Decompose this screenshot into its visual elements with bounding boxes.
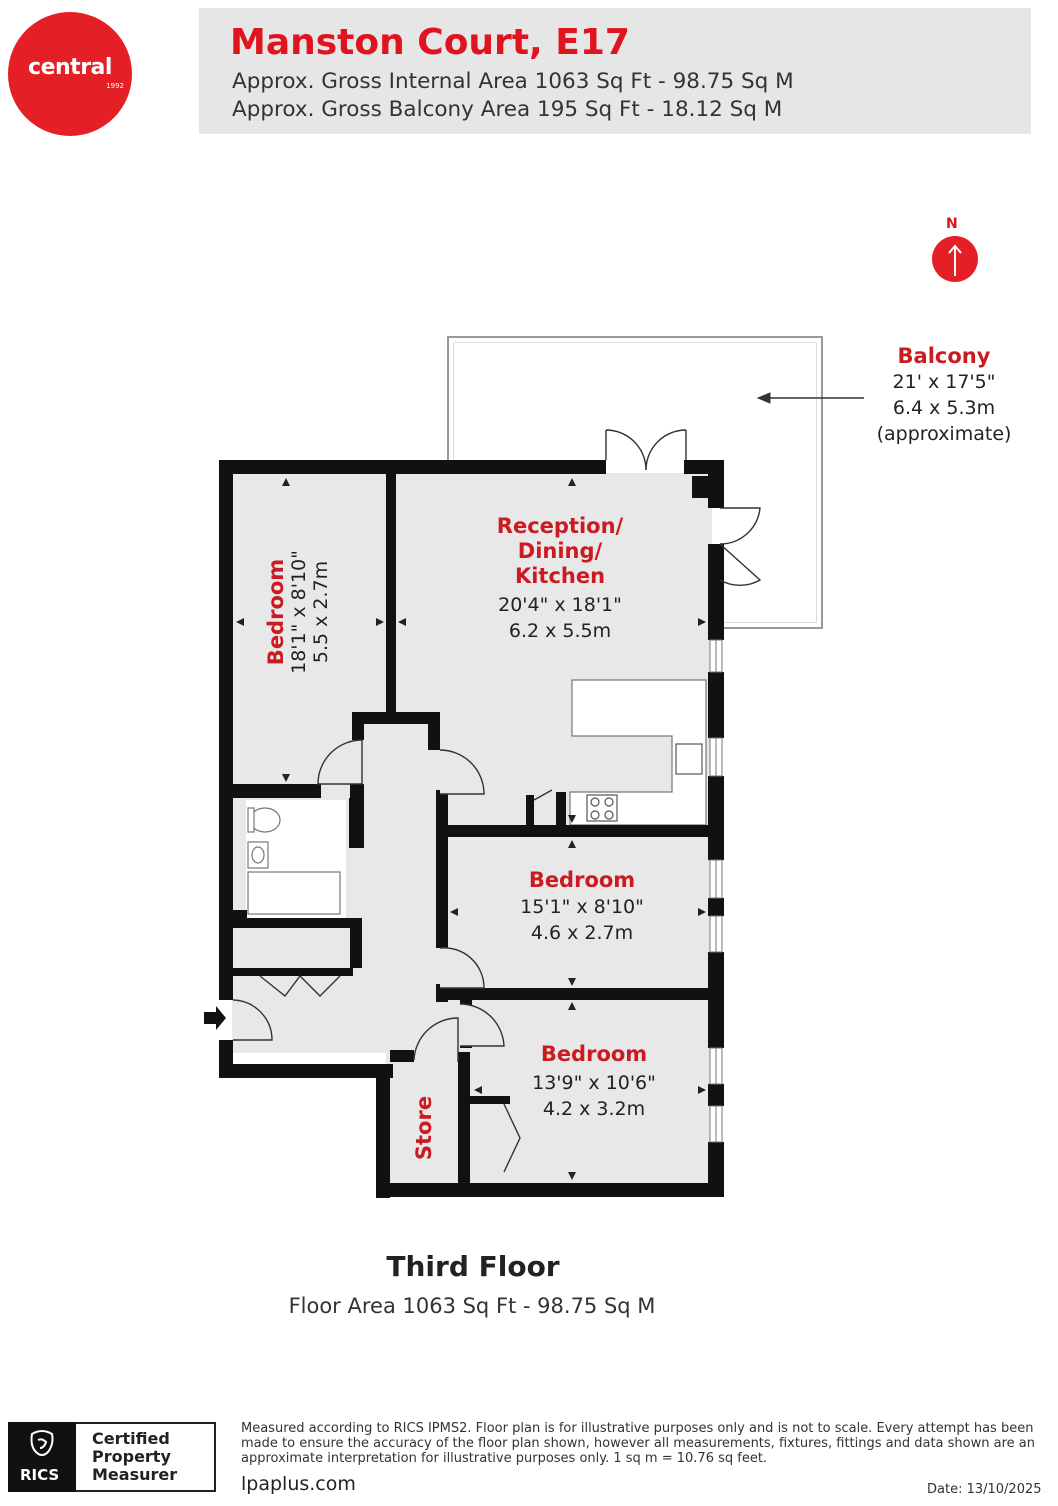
balcony-dim-imperial: 21' x 17'5" bbox=[892, 371, 996, 393]
balcony-note: (approximate) bbox=[876, 423, 1012, 445]
windows bbox=[709, 639, 723, 1143]
walls bbox=[219, 460, 724, 1198]
cert-line: Measurer bbox=[92, 1465, 178, 1484]
rics-crest-icon bbox=[30, 1430, 54, 1456]
header-band bbox=[199, 8, 1031, 134]
rics-logo bbox=[8, 1422, 76, 1492]
doors bbox=[232, 429, 762, 1173]
bedroom1-dim-metric: 5.5 x 2.7m bbox=[310, 560, 332, 664]
bedroom3-dim-metric: 4.2 x 3.2m bbox=[542, 1098, 646, 1120]
balcony-pointer-arrow bbox=[756, 392, 864, 404]
logo-year: 1992 bbox=[106, 82, 124, 90]
entrance-arrow-icon bbox=[204, 1006, 226, 1030]
bedroom2-label: Bedroom bbox=[528, 868, 636, 892]
bedroom1-label: Bedroom bbox=[264, 558, 288, 666]
store-label: Store bbox=[412, 1095, 436, 1161]
balcony-dim-metric: 6.4 x 5.3m bbox=[892, 397, 996, 419]
central-logo: central 1992 bbox=[8, 12, 132, 136]
reception-label: Reception/ Dining/ Kitchen bbox=[468, 514, 652, 589]
reception-label-line: Dining/ bbox=[517, 539, 603, 563]
disclaimer-text: Measured according to RICS IPMS2. Floor … bbox=[241, 1421, 1035, 1466]
floor-area-text: Floor Area 1063 Sq Ft - 98.75 Sq M bbox=[288, 1294, 656, 1318]
bedroom2-dim-imperial: 15'1" x 8'10" bbox=[520, 896, 644, 918]
bedroom3-label: Bedroom bbox=[540, 1042, 648, 1066]
kitchen-counter bbox=[569, 679, 707, 826]
reception-dim-metric: 6.2 x 5.5m bbox=[508, 620, 612, 642]
bathroom-fixtures bbox=[246, 800, 346, 918]
balcony-label: Balcony bbox=[897, 344, 991, 368]
dimension-ticks bbox=[236, 478, 706, 1180]
bedroom1-dim-imperial: 18'1" x 8'10" bbox=[288, 550, 310, 674]
bedroom3-dim-imperial: 13'9" x 10'6" bbox=[532, 1072, 656, 1094]
reception-dim-imperial: 20'4" x 18'1" bbox=[498, 594, 622, 616]
cert-line: Certified bbox=[92, 1429, 170, 1448]
north-arrow-glyph bbox=[948, 244, 962, 276]
cert-line: Property bbox=[92, 1447, 171, 1466]
floor-title: Third Floor bbox=[386, 1250, 560, 1283]
date-text: Date: 13/10/2025 bbox=[927, 1482, 1042, 1497]
north-arrow-icon bbox=[932, 236, 978, 282]
certified-property-measurer: Certified Property Measurer bbox=[92, 1430, 177, 1484]
rics-text: RICS bbox=[20, 1466, 60, 1484]
website-text: lpaplus.com bbox=[241, 1473, 356, 1495]
property-title: Manston Court, E17 bbox=[230, 22, 630, 63]
reception-label-line: Kitchen bbox=[514, 564, 606, 588]
reception-label-line: Reception/ bbox=[496, 514, 624, 538]
internal-area-text: Approx. Gross Internal Area 1063 Sq Ft -… bbox=[232, 69, 794, 94]
balcony-area-text: Approx. Gross Balcony Area 195 Sq Ft - 1… bbox=[232, 97, 783, 122]
logo-text: central bbox=[28, 55, 112, 80]
bedroom2-dim-metric: 4.6 x 2.7m bbox=[530, 922, 634, 944]
compass-n-label: N bbox=[946, 216, 958, 232]
